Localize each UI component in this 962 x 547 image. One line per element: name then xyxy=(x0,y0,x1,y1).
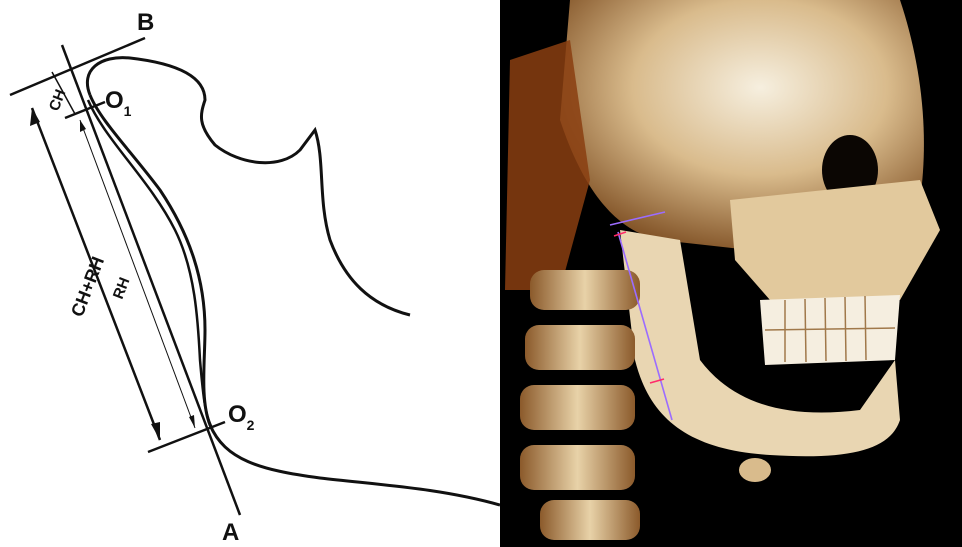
skull-3d-render xyxy=(500,0,962,547)
label-ch: CH xyxy=(46,87,70,113)
maxilla xyxy=(730,180,940,300)
mandible-outline xyxy=(87,58,410,315)
hyoid-bone xyxy=(739,458,771,482)
label-o1: O1 xyxy=(105,87,132,119)
label-b: B xyxy=(137,9,154,36)
label-a: A xyxy=(222,519,239,546)
rh-arrowhead-bottom xyxy=(189,415,195,428)
ramus-posterior-border xyxy=(90,95,500,505)
condyle-ramus-diagram: B A O1 O2 CH RH CH+RH xyxy=(0,0,500,547)
label-rh: RH xyxy=(110,275,134,301)
ch-rh-arrowhead-bottom xyxy=(151,422,160,440)
rh-arrowhead-top xyxy=(80,120,86,132)
label-o2: O2 xyxy=(228,401,255,433)
